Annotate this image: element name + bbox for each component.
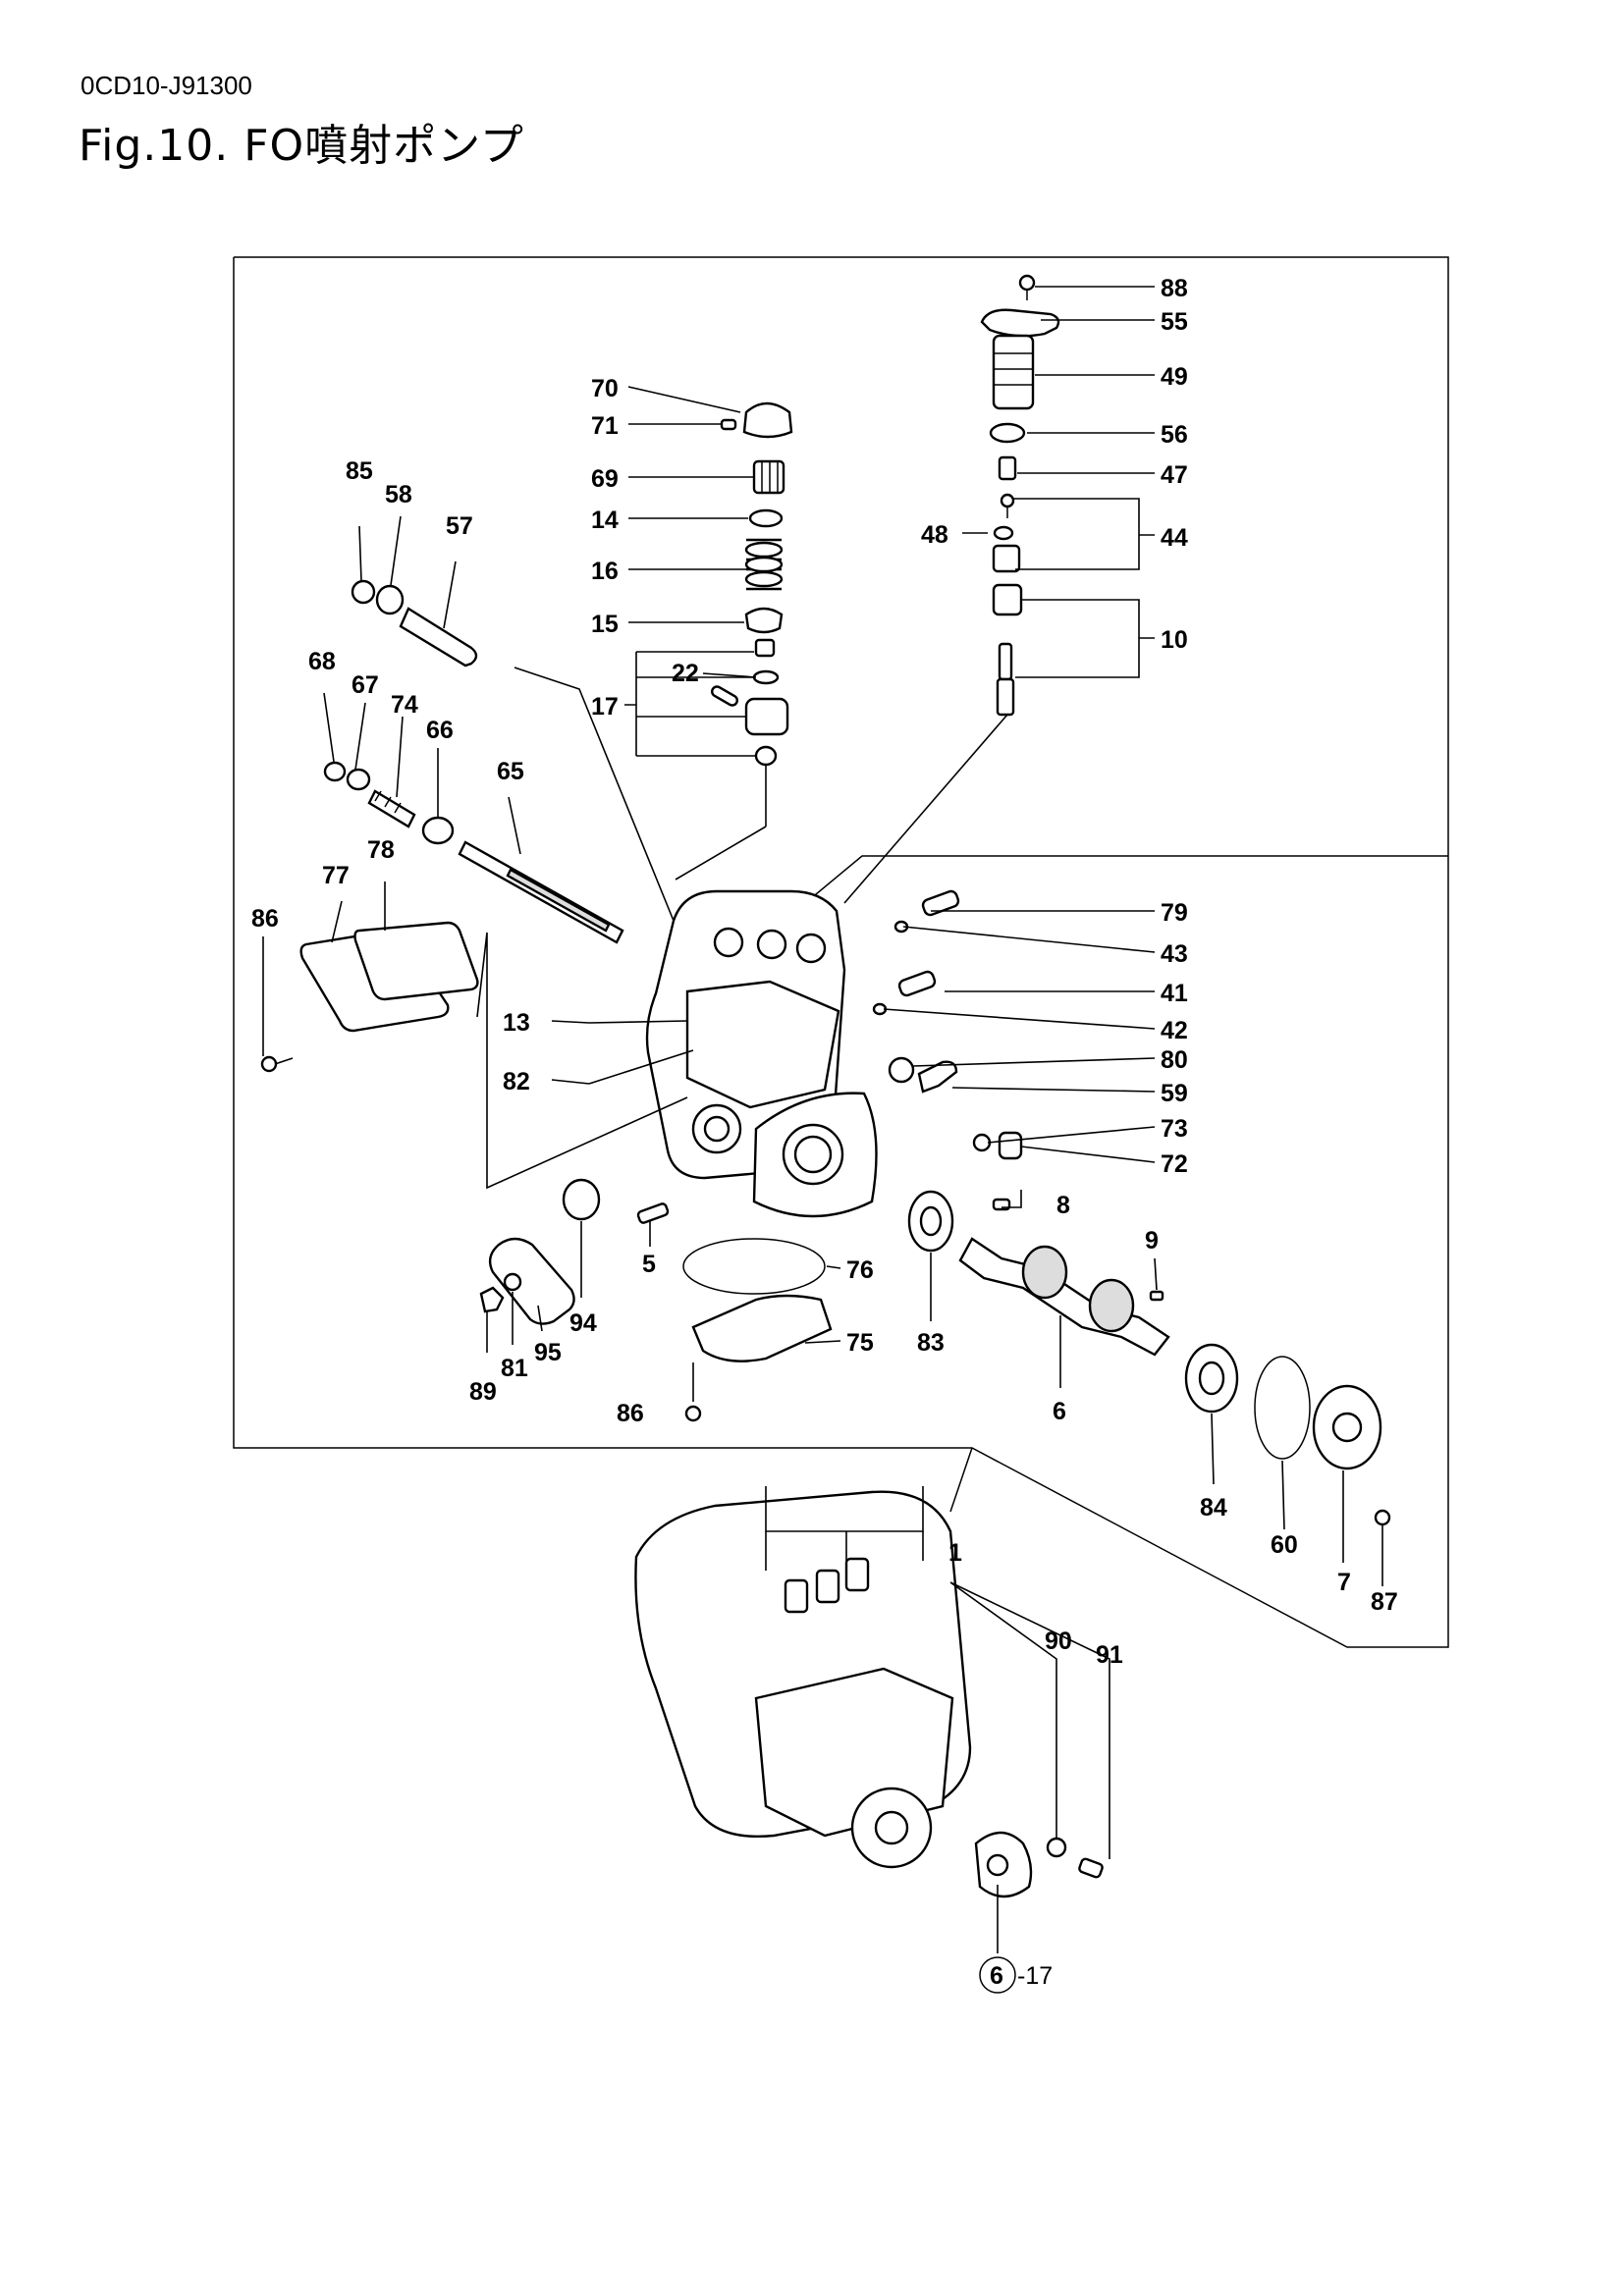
callout-74: 74 xyxy=(391,691,418,719)
callout-43: 43 xyxy=(1161,940,1188,968)
callout-1: 1 xyxy=(948,1539,962,1567)
callout-86-bottom: 86 xyxy=(617,1400,644,1427)
callout-60: 60 xyxy=(1271,1531,1298,1559)
callout-14: 14 xyxy=(591,507,619,534)
reference-figure-number: 6 xyxy=(990,1962,1003,1990)
callout-56: 56 xyxy=(1161,421,1188,449)
callout-59: 59 xyxy=(1161,1080,1188,1107)
callout-17: 17 xyxy=(591,693,619,721)
callout-72: 72 xyxy=(1161,1150,1188,1178)
callout-49: 49 xyxy=(1161,363,1188,391)
callout-78: 78 xyxy=(367,836,395,864)
callout-73: 73 xyxy=(1161,1115,1188,1143)
lower-gaskets xyxy=(479,1178,833,1422)
leader-lines xyxy=(262,286,1383,1953)
callout-47: 47 xyxy=(1161,461,1188,489)
callout-84: 84 xyxy=(1200,1494,1227,1522)
callout-87: 87 xyxy=(1371,1588,1398,1616)
callout-71: 71 xyxy=(591,412,619,440)
callout-5: 5 xyxy=(642,1251,656,1278)
callout-89: 89 xyxy=(469,1378,497,1406)
callout-91: 91 xyxy=(1096,1641,1123,1669)
callout-15: 15 xyxy=(591,611,619,638)
callout-22: 22 xyxy=(672,660,699,687)
callout-86-left: 86 xyxy=(251,905,279,933)
callout-75: 75 xyxy=(846,1329,874,1357)
callout-57: 57 xyxy=(446,512,473,540)
callout-48: 48 xyxy=(921,521,948,549)
right-fittings xyxy=(872,889,1023,1160)
callout-83: 83 xyxy=(917,1329,945,1357)
callout-6: 6 xyxy=(1053,1398,1066,1425)
callout-10: 10 xyxy=(1161,626,1188,654)
pump-housing xyxy=(645,889,878,1218)
callout-8: 8 xyxy=(1056,1192,1070,1219)
callout-82: 82 xyxy=(503,1068,530,1095)
side-cover xyxy=(260,921,479,1073)
camshaft-group xyxy=(907,1190,1391,1526)
callout-77: 77 xyxy=(322,862,350,889)
callout-88: 88 xyxy=(1161,275,1188,302)
callout-42: 42 xyxy=(1161,1017,1188,1044)
callout-55: 55 xyxy=(1161,308,1188,336)
callout-95: 95 xyxy=(534,1339,562,1366)
callout-13: 13 xyxy=(503,1009,530,1037)
callout-41: 41 xyxy=(1161,980,1188,1007)
callout-90: 90 xyxy=(1045,1628,1072,1655)
callout-labels: 88 55 49 56 47 48 44 10 70 71 69 14 16 1… xyxy=(251,275,1398,1669)
callout-68: 68 xyxy=(308,648,336,675)
callout-66: 66 xyxy=(426,717,454,744)
callout-7: 7 xyxy=(1337,1569,1351,1596)
document-code: 0CD10-J91300 xyxy=(81,71,252,100)
delivery-valve-stack xyxy=(980,274,1060,717)
callout-81: 81 xyxy=(501,1355,528,1382)
callout-69: 69 xyxy=(591,465,619,493)
reference-circle: 6 -17 xyxy=(979,1956,1053,1994)
callout-44: 44 xyxy=(1161,524,1188,552)
callout-70: 70 xyxy=(591,375,619,402)
callout-94: 94 xyxy=(569,1309,597,1337)
callout-65: 65 xyxy=(497,758,524,785)
callout-67: 67 xyxy=(352,671,379,699)
callout-79: 79 xyxy=(1161,899,1188,927)
callout-58: 58 xyxy=(385,481,412,508)
callout-16: 16 xyxy=(591,558,619,585)
control-rod-group xyxy=(323,579,624,944)
assembled-pump xyxy=(634,1490,1104,1898)
callout-85: 85 xyxy=(346,457,373,485)
detail-frame xyxy=(233,256,1449,1648)
callout-9: 9 xyxy=(1145,1227,1159,1255)
callout-76: 76 xyxy=(846,1256,874,1284)
callout-80: 80 xyxy=(1161,1046,1188,1074)
figure-title: Fig.10. FO噴射ポンプ xyxy=(79,121,524,171)
plunger-spring-stack xyxy=(711,401,793,767)
reference-item-number: -17 xyxy=(1017,1962,1053,1990)
